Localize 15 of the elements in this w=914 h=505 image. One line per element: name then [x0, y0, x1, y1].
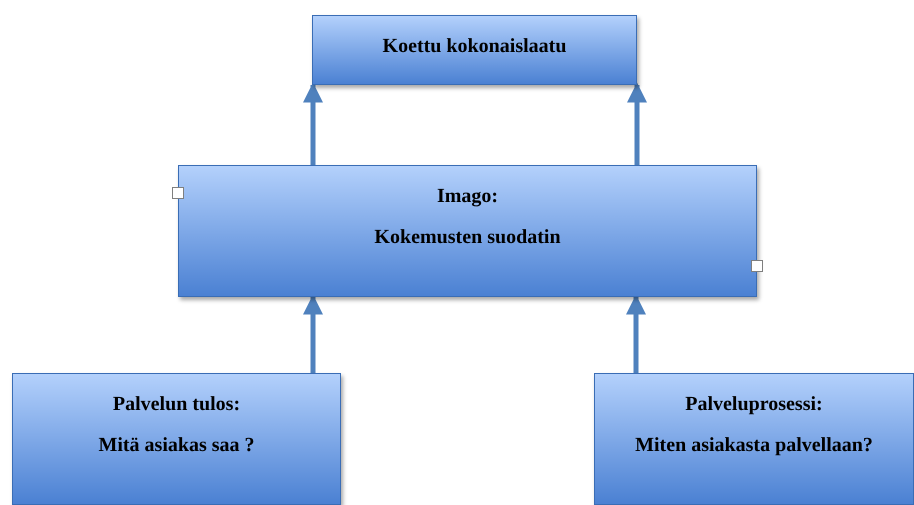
arrow — [303, 294, 323, 373]
process-box — [312, 15, 637, 85]
box-text: Palvelun tulos: — [112, 392, 240, 417]
process-box — [178, 165, 757, 297]
box-text: Miten asiakasta palvellaan? — [635, 433, 873, 458]
box-text: Mitä asiakas saa ? — [98, 433, 255, 458]
process-box — [12, 373, 341, 505]
arrow — [627, 82, 647, 165]
process-box — [594, 373, 914, 505]
box-text: Palveluprosessi: — [685, 392, 823, 417]
box-text: Kokemusten suodatin — [374, 225, 561, 250]
arrow — [303, 82, 323, 165]
box-text: Koettu kokonaislaatu — [382, 34, 566, 59]
arrow — [626, 294, 646, 373]
box-text: Imago: — [436, 184, 498, 209]
